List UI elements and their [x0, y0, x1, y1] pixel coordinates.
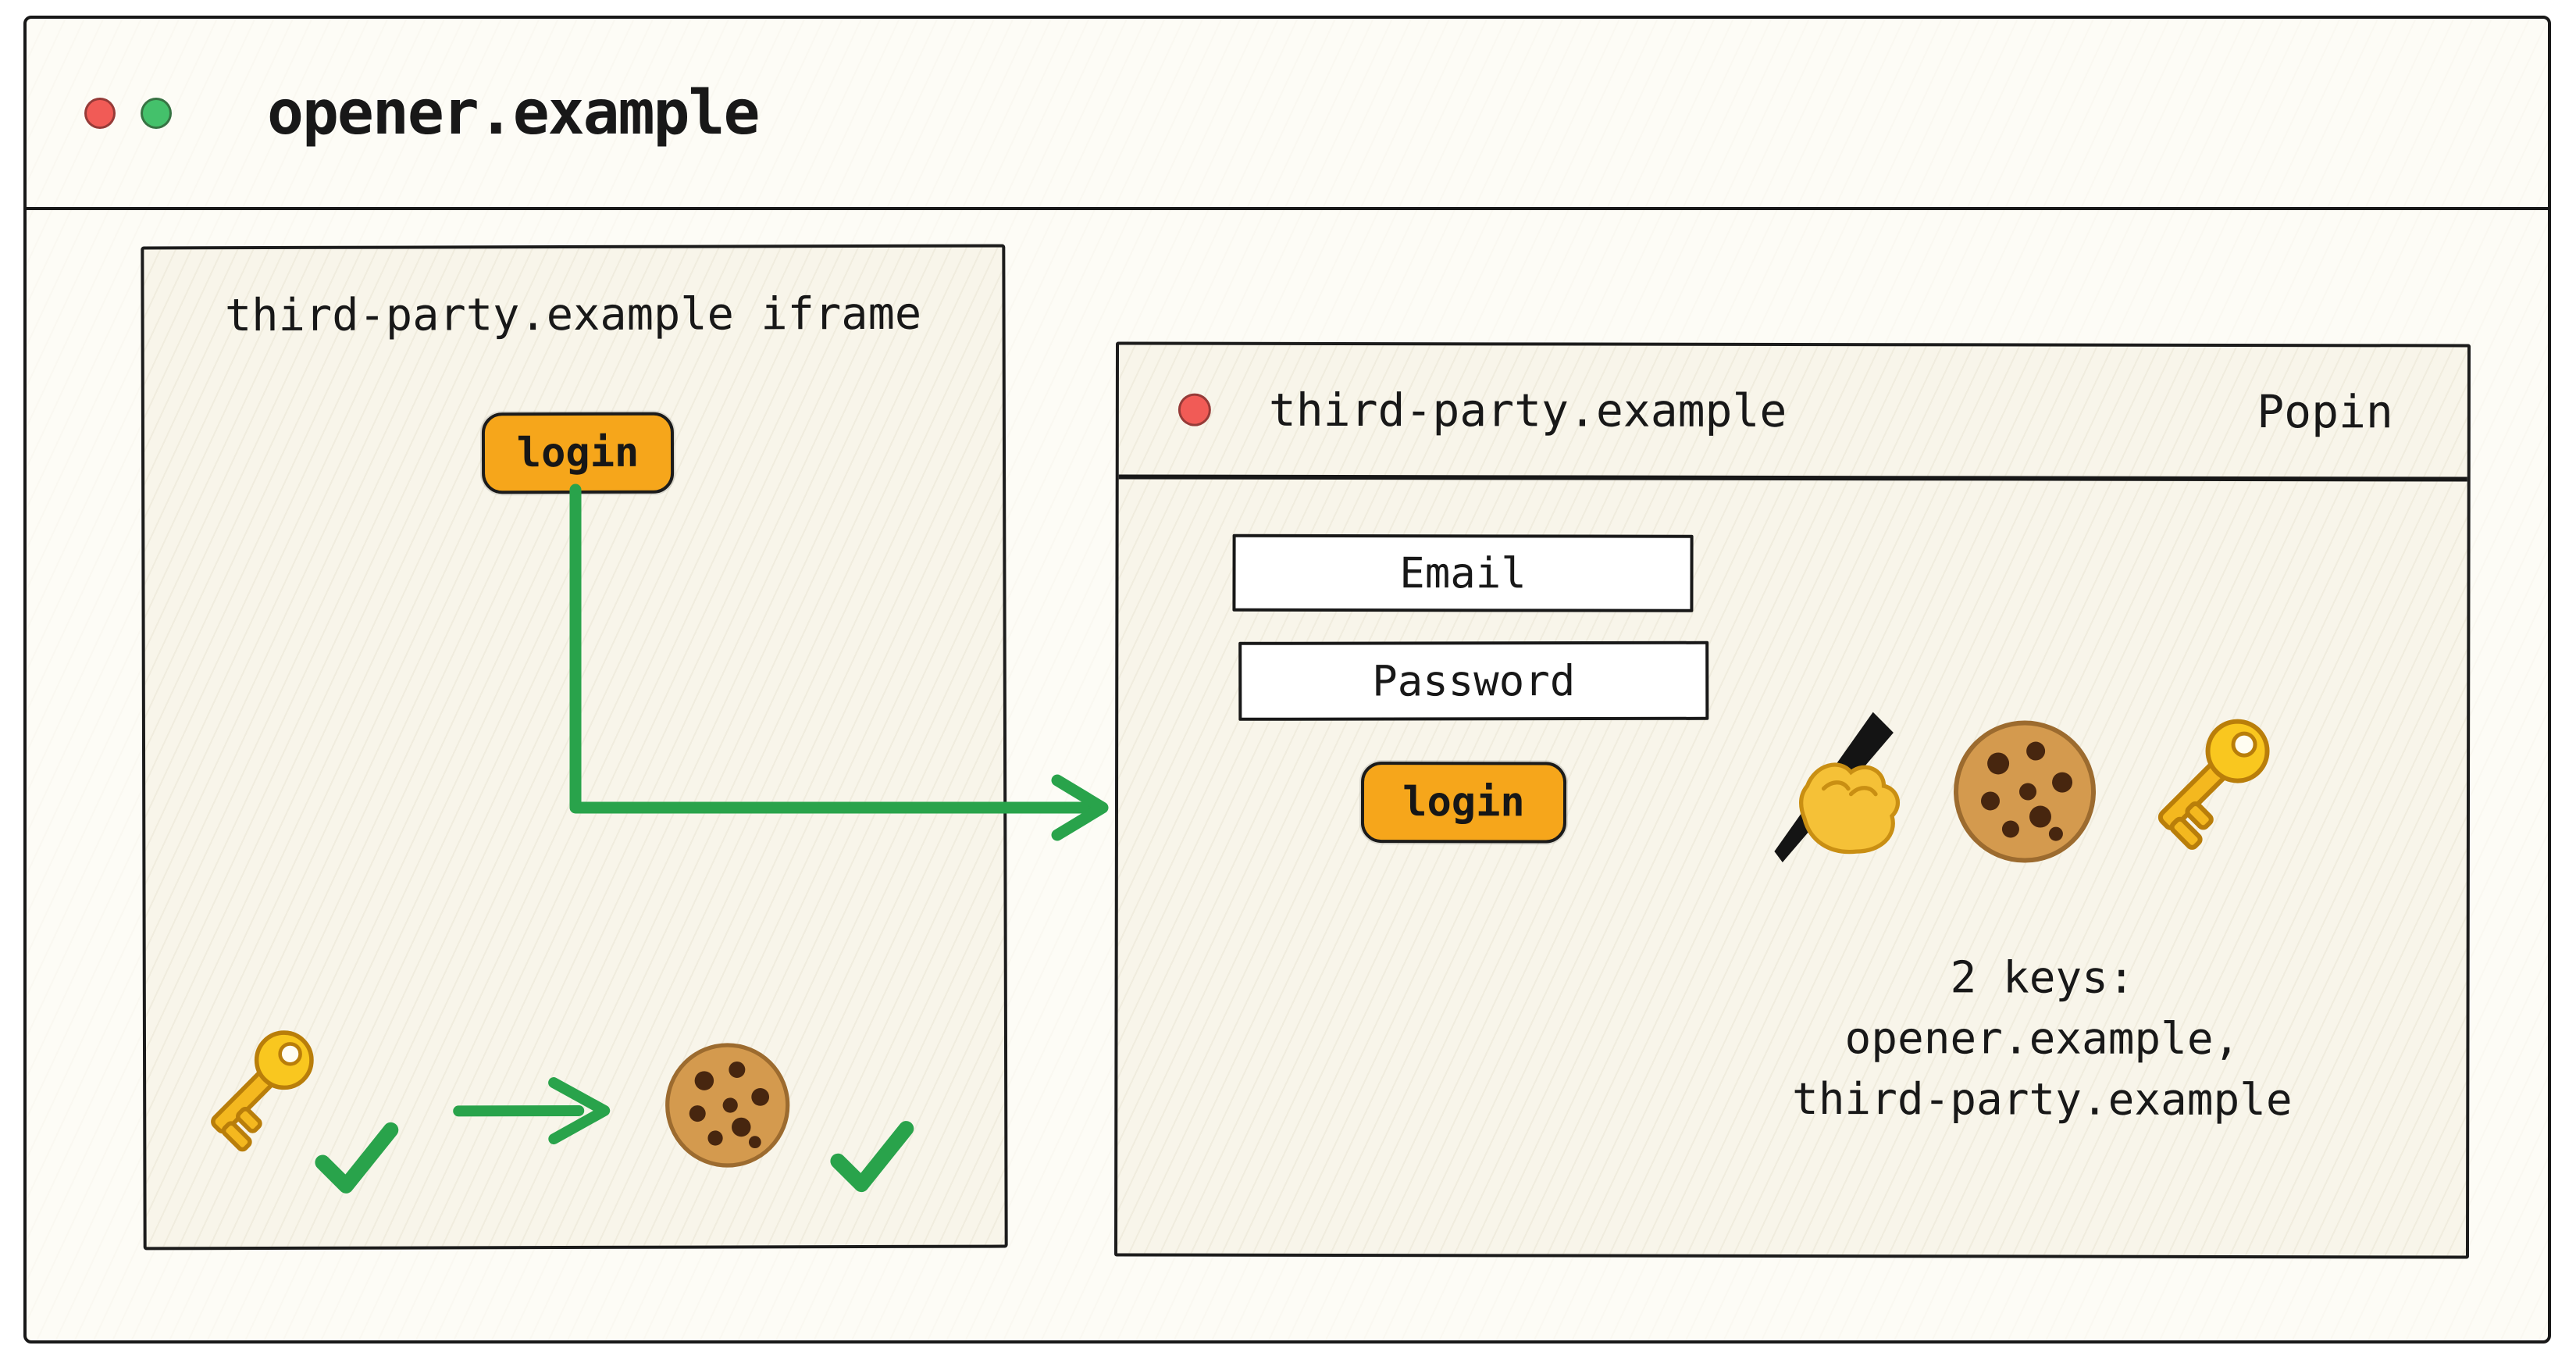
key-icon [181, 1019, 326, 1163]
caption-line: opener.example, [1844, 1013, 2240, 1065]
cookie-icon [1947, 713, 2103, 869]
iframe-label: third-party.example iframe [224, 287, 922, 342]
checkmark-icon [312, 1112, 401, 1202]
third-party-iframe-panel: third-party.example iframe login [141, 244, 1008, 1251]
main-titlebar: opener.example [27, 19, 2548, 210]
browser-window: opener.example third-party.example ifram… [23, 16, 2551, 1344]
popin-titlebar: third-party.example Popin [1118, 344, 2468, 482]
checkmark-icon [827, 1111, 917, 1201]
red-dot-icon[interactable] [1178, 393, 1211, 426]
red-dot-icon[interactable] [84, 97, 116, 129]
popin-login-button[interactable]: login [1360, 762, 1567, 844]
iframe-login-button[interactable]: login [481, 412, 675, 494]
keys-caption: 2 keys: opener.example, third-party.exam… [1722, 947, 2362, 1131]
cookie-icon [659, 1037, 796, 1173]
key-to-cookie-arrow-icon [444, 1053, 632, 1171]
green-dot-icon[interactable] [141, 97, 172, 129]
popin-window: third-party.example Popin login [1113, 341, 2471, 1259]
key-icon [2126, 706, 2282, 862]
popin-badge: Popin [2257, 385, 2393, 439]
page-title: opener.example [267, 77, 760, 148]
popin-title: third-party.example [1268, 383, 1787, 437]
caption-line: 2 keys: [1950, 952, 2135, 1004]
password-input[interactable] [1238, 641, 1709, 721]
email-input[interactable] [1232, 533, 1694, 612]
writing-hand-icon [1755, 709, 1919, 873]
caption-line: third-party.example [1791, 1073, 2293, 1126]
